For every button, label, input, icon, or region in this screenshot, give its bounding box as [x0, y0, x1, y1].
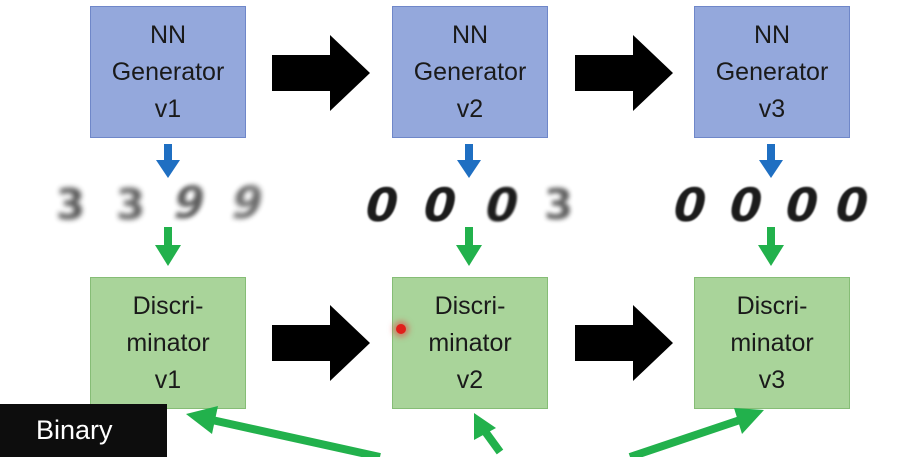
generator-v2-box: NN Generator v2: [392, 6, 548, 138]
discriminator-v1-line2: minator: [126, 328, 210, 357]
generator-v1-line1: NN: [149, 20, 187, 49]
evolution-arrow-disc-1-2: [272, 305, 370, 381]
discriminator-v2-line3: v2: [456, 365, 484, 394]
feedback-arrow-to-disc-v3: [628, 408, 764, 457]
green-arrow-v3: [758, 227, 784, 266]
sample-v1-digit-1: 3: [56, 180, 86, 229]
discriminator-v2-line2: minator: [428, 328, 512, 357]
caption-text: Binary: [36, 415, 113, 445]
generator-v2-line1: NN: [451, 20, 489, 49]
generator-v3-line1: NN: [753, 20, 791, 49]
discriminator-v3-box: Discri- minator v3: [694, 277, 850, 409]
generator-v3-line2: Generator: [715, 57, 829, 86]
generator-v1-line3: v1: [154, 94, 182, 123]
blue-arrow-v3: [759, 144, 783, 178]
blue-arrow-v1: [156, 144, 180, 178]
samples-v2: 0 0 0 3: [359, 178, 592, 234]
generator-v3-box: NN Generator v3: [694, 6, 850, 138]
caption-bar: Binary: [0, 404, 167, 457]
generator-v2-line2: Generator: [413, 57, 527, 86]
discriminator-v3-line1: Discri-: [736, 291, 808, 320]
evolution-arrow-gen-1-2: [272, 35, 370, 111]
discriminator-v3-line3: v3: [758, 365, 786, 394]
discriminator-v2-line1: Discri-: [434, 291, 506, 320]
generator-v2-line3: v2: [456, 94, 484, 123]
generator-v1-box: NN Generator v1: [90, 6, 246, 138]
green-arrow-v1: [155, 227, 181, 266]
discriminator-v2-box: Discri- minator v2: [392, 277, 548, 409]
discriminator-v1-line3: v1: [154, 365, 182, 394]
sample-v2-digit-4: 3: [544, 180, 574, 229]
samples-v1: 3 3 9 9: [50, 178, 280, 234]
discriminator-v1-box: Discri- minator v1: [90, 277, 246, 409]
discriminator-v1-line1: Discri-: [132, 291, 204, 320]
feedback-arrow-to-disc-v2: [474, 413, 504, 455]
pointer-cursor-dot: [396, 324, 406, 334]
evolution-arrow-disc-2-3: [575, 305, 673, 381]
green-arrow-v2: [456, 227, 482, 266]
evolution-arrow-gen-2-3: [575, 35, 673, 111]
generator-v3-line3: v3: [758, 94, 786, 123]
feedback-arrow-to-disc-v1: [186, 406, 381, 457]
generator-v1-line2: Generator: [111, 57, 225, 86]
discriminator-v3-line2: minator: [730, 328, 814, 357]
sample-v1-digit-2: 3: [116, 180, 146, 229]
blue-arrow-v2: [457, 144, 481, 178]
